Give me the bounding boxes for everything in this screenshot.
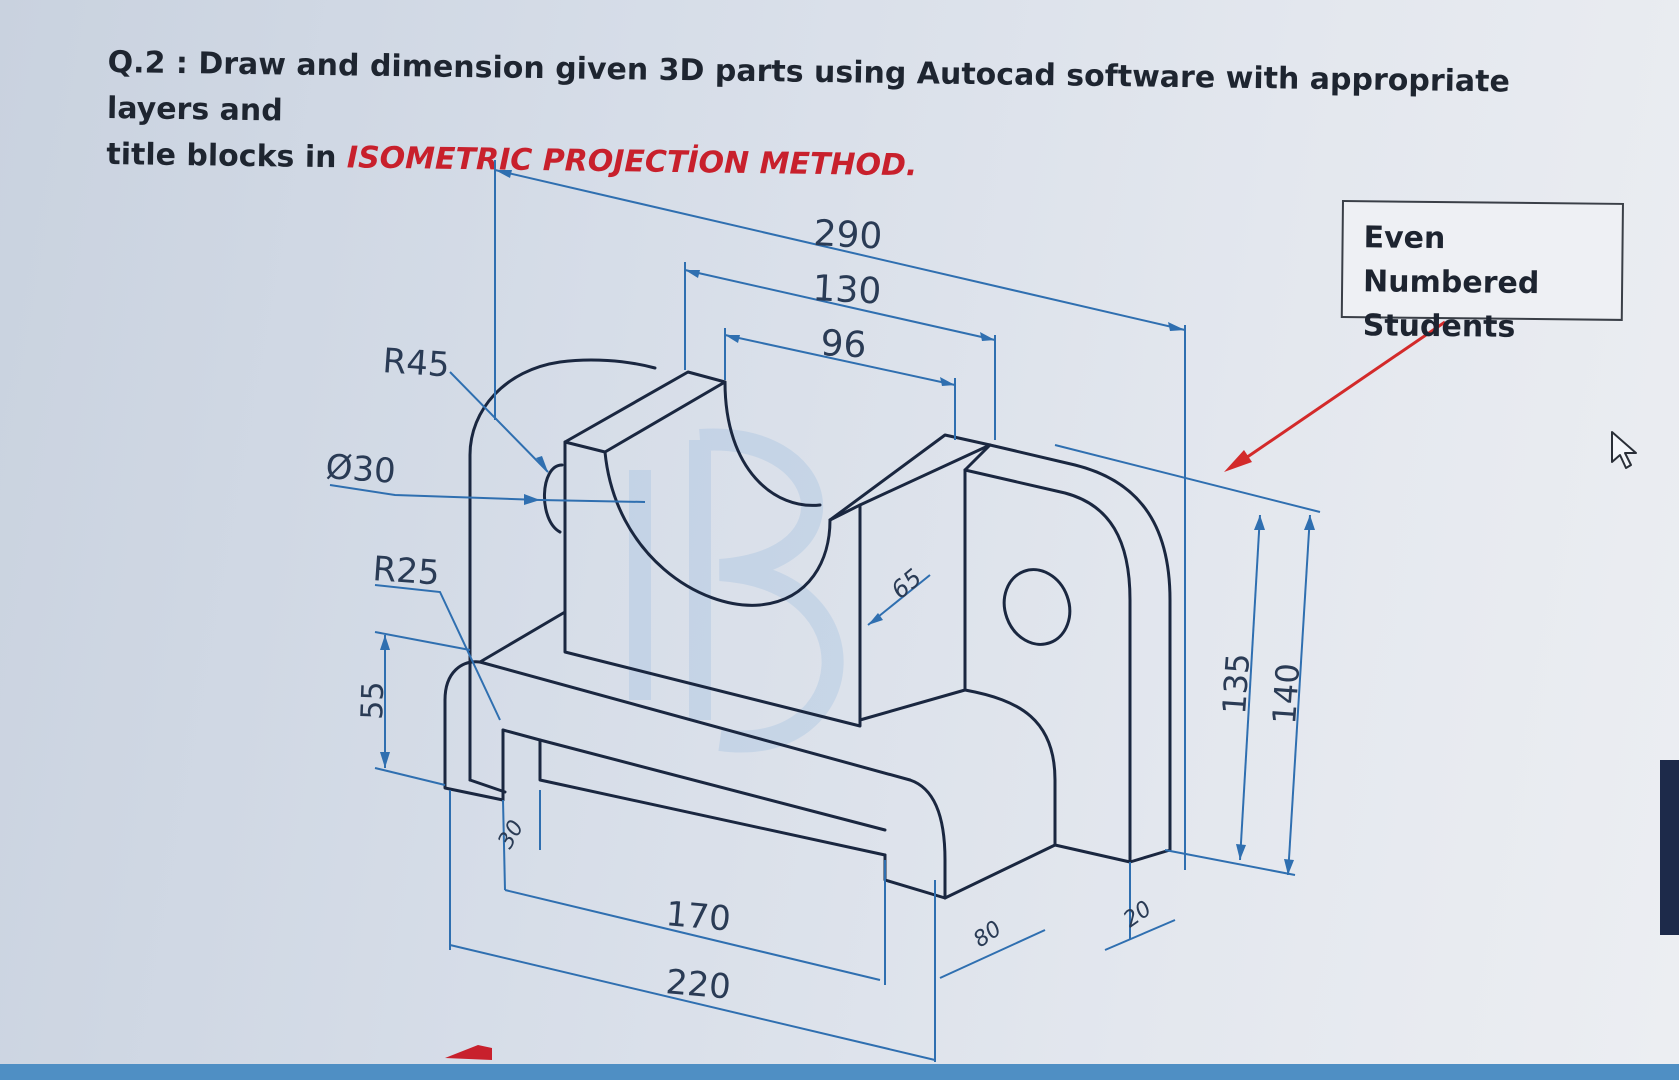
dim-220: 220 xyxy=(664,962,732,1008)
dim-30-bottom: 30 xyxy=(494,816,530,853)
screen-edge-frame xyxy=(1660,760,1679,935)
dim-140: 140 xyxy=(1265,662,1307,726)
dim-55: 55 xyxy=(355,681,391,720)
dimension-texts: 290 130 96 R45 Ø30 R25 55 65 135 140 30 … xyxy=(324,213,1307,1008)
dim-80: 80 xyxy=(969,916,1006,953)
dim-290: 290 xyxy=(813,213,884,258)
dimension-arrowheads xyxy=(380,170,1315,875)
dimension-lines xyxy=(329,160,1321,1062)
mouse-pointer-icon xyxy=(1610,430,1640,474)
bottom-taskbar-strip xyxy=(0,1064,1679,1080)
dim-r45: R45 xyxy=(381,341,451,386)
watermark xyxy=(629,428,844,753)
dim-20: 20 xyxy=(1119,896,1156,933)
red-annotation-arrow xyxy=(1224,320,1446,472)
red-mark xyxy=(445,1045,492,1060)
dim-135: 135 xyxy=(1215,652,1257,716)
dim-170: 170 xyxy=(664,894,732,940)
dim-65: 65 xyxy=(886,564,927,605)
dim-r25: R25 xyxy=(371,549,441,594)
callout-line1: Even Numbered xyxy=(1362,220,1540,302)
callout-line2: Students xyxy=(1362,308,1516,345)
dim-130: 130 xyxy=(812,268,883,313)
dim-diameter-30: Ø30 xyxy=(324,447,397,492)
dim-96: 96 xyxy=(820,323,868,366)
even-numbered-students-callout: Even Numbered Students xyxy=(1340,200,1624,345)
part-outline xyxy=(443,358,1172,900)
